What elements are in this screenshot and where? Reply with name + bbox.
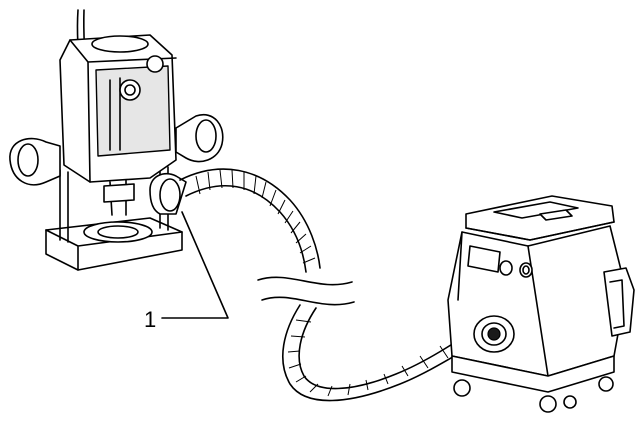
dust-extractor-illustration <box>447 195 635 413</box>
wheel-icon <box>598 376 614 392</box>
hose-break-marks <box>257 276 355 306</box>
router-illustration <box>9 9 224 271</box>
callout-1: 1 <box>144 211 229 332</box>
callout-number: 1 <box>144 307 156 332</box>
callout-leader-line <box>161 211 229 319</box>
wheel-icon <box>453 379 471 397</box>
extraction-hose <box>179 168 487 402</box>
wheel-icon <box>563 395 577 409</box>
wheel-icon <box>539 395 557 413</box>
